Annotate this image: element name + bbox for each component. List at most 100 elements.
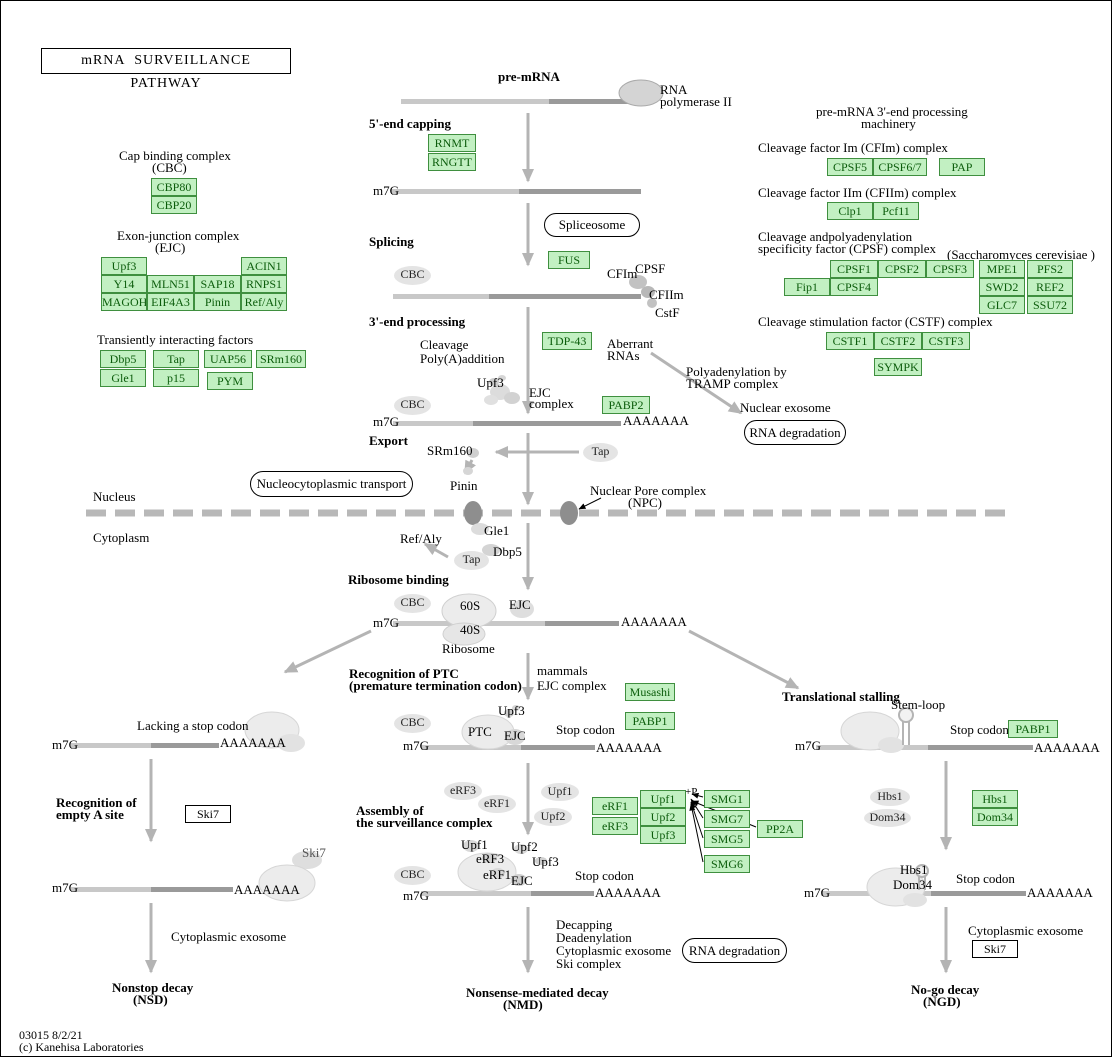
gene-box-hbs1[interactable]: Hbs1 <box>972 790 1018 808</box>
gene-box-pym[interactable]: PYM <box>207 372 253 390</box>
gene-box-pcf11[interactable]: Pcf11 <box>873 202 919 220</box>
text-label-aaaaaaa: AAAAAAA <box>1034 740 1100 755</box>
gene-box-upf3[interactable]: Upf3 <box>101 257 147 275</box>
pathway-link-rna-degradation[interactable]: RNA degradation <box>682 938 787 963</box>
gene-box-uap56[interactable]: UAP56 <box>204 350 252 368</box>
text-label-stop-codon: Stop codon <box>575 868 634 883</box>
gene-box-sympk[interactable]: SYMPK <box>874 358 922 376</box>
gene-box-upf2[interactable]: Upf2 <box>640 808 686 826</box>
gene-box-cpsf6-7[interactable]: CPSF6/7 <box>873 158 927 176</box>
gene-box-rngtt[interactable]: RNGTT <box>428 153 476 171</box>
text-label-rna: RNA <box>660 82 688 97</box>
gene-box-tdp-43[interactable]: TDP-43 <box>542 332 592 350</box>
gene-box-erf3[interactable]: eRF3 <box>592 817 638 835</box>
gene-box-srm160[interactable]: SRm160 <box>256 350 306 368</box>
text-label-ribosome-binding: Ribosome binding <box>348 572 449 587</box>
text-label-deadenylation: Deadenylation <box>556 930 632 945</box>
gene-box-upf1[interactable]: Upf1 <box>640 790 686 808</box>
text-label-erf1: eRF1 <box>483 867 512 882</box>
gene-box-pinin[interactable]: Pinin <box>194 293 241 311</box>
gene-box-cpsf5[interactable]: CPSF5 <box>827 158 873 176</box>
gene-box-pabp1[interactable]: PABP1 <box>625 712 675 730</box>
gene-box-fip1[interactable]: Fip1 <box>784 278 830 296</box>
text-label-cleavage: Cleavage <box>420 337 469 352</box>
gene-box-ref2[interactable]: REF2 <box>1027 278 1073 296</box>
text-label-m7g: m7G <box>373 615 399 630</box>
gene-box-sap18[interactable]: SAP18 <box>194 275 241 293</box>
gene-box-musashi[interactable]: Musashi <box>625 683 675 701</box>
text-label-m7g: m7G <box>52 880 78 895</box>
gene-box-ski7[interactable]: Ski7 <box>972 940 1018 958</box>
text-label-nuclear-exosome: Nuclear exosome <box>740 400 831 415</box>
text-label-ejc: EJC <box>509 597 531 612</box>
text-label-no-go-decay: No-go decay <box>911 982 980 997</box>
gene-box-pabp1[interactable]: PABP1 <box>1008 720 1058 738</box>
gene-box-rnmt[interactable]: RNMT <box>428 134 476 152</box>
text-label-polymerase-ii: polymerase II <box>660 94 732 109</box>
gene-box-cpsf2[interactable]: CPSF2 <box>878 260 926 278</box>
text-label-upf3: Upf3 <box>477 375 504 390</box>
text-label-cytoplasmic-exosome: Cytoplasmic exosome <box>968 923 1084 938</box>
gene-box-pp2a[interactable]: PP2A <box>757 820 803 838</box>
text-label-cytoplasmic-exosome: Cytoplasmic exosome <box>556 943 672 958</box>
gene-box-upf3[interactable]: Upf3 <box>640 826 686 844</box>
pathway-link-rna-degradation[interactable]: RNA degradation <box>744 420 846 445</box>
gene-box-pap[interactable]: PAP <box>939 158 985 176</box>
text-label-5-end-capping: 5'-end capping <box>369 116 451 131</box>
text-label-cleavage-factor-im-cfim-complex: Cleavage factor Im (CFIm) complex <box>758 140 948 155</box>
text-label-cpsf: CPSF <box>635 261 666 276</box>
gene-box-acin1[interactable]: ACIN1 <box>241 257 287 275</box>
gene-box-cpsf1[interactable]: CPSF1 <box>830 260 878 278</box>
gene-box-eif4a3[interactable]: EIF4A3 <box>147 293 194 311</box>
text-label-nmd: (NMD) <box>503 997 543 1012</box>
complex-pill-cbc: CBC <box>394 714 431 733</box>
gene-box-cbp20[interactable]: CBP20 <box>151 196 197 214</box>
gene-box-pfs2[interactable]: PFS2 <box>1027 260 1073 278</box>
gene-box-mln51[interactable]: MLN51 <box>147 275 194 293</box>
gene-box-cstf1[interactable]: CSTF1 <box>826 332 874 350</box>
gene-box-erf1[interactable]: eRF1 <box>592 797 638 815</box>
text-label-cleavage-stimulation-factor-cstf-complex: Cleavage stimulation factor (CSTF) compl… <box>758 314 993 329</box>
gene-box-y14[interactable]: Y14 <box>101 275 147 293</box>
text-label-rnas: RNAs <box>607 348 640 363</box>
pathway-link-nucleocytoplasmic-transport[interactable]: Nucleocytoplasmic transport <box>250 471 413 497</box>
gene-box-cstf2[interactable]: CSTF2 <box>874 332 922 350</box>
gene-box-p15[interactable]: p15 <box>153 369 199 387</box>
gene-box-fus[interactable]: FUS <box>548 251 590 269</box>
text-label-m7g: m7G <box>373 183 399 198</box>
gene-box-gle1[interactable]: Gle1 <box>100 369 146 387</box>
text-label-ejc-complex: EJC complex <box>537 678 607 693</box>
gene-box-cpsf4[interactable]: CPSF4 <box>830 278 878 296</box>
gene-box-smg6[interactable]: SMG6 <box>704 855 750 873</box>
text-label-ejc: (EJC) <box>155 240 186 255</box>
text-label-recognition-of: Recognition of <box>56 795 137 810</box>
gene-box-ssu72[interactable]: SSU72 <box>1027 296 1073 314</box>
gene-box-pabp2[interactable]: PABP2 <box>602 396 650 414</box>
gene-box-ski7[interactable]: Ski7 <box>185 805 231 823</box>
gene-box-smg5[interactable]: SMG5 <box>704 830 750 848</box>
gene-box-ref-aly[interactable]: Ref/Aly <box>241 293 287 311</box>
gene-box-dom34[interactable]: Dom34 <box>972 808 1018 826</box>
gene-box-clp1[interactable]: Clp1 <box>827 202 873 220</box>
gene-box-swd2[interactable]: SWD2 <box>979 278 1025 296</box>
gene-box-cstf3[interactable]: CSTF3 <box>922 332 970 350</box>
gene-box-glc7[interactable]: GLC7 <box>979 296 1025 314</box>
gene-box-cbp80[interactable]: CBP80 <box>151 178 197 196</box>
gene-box-magoh[interactable]: MAGOH <box>101 293 147 311</box>
text-label-nucleus: Nucleus <box>93 489 136 504</box>
gene-box-tap[interactable]: Tap <box>153 350 199 368</box>
gene-box-mpe1[interactable]: MPE1 <box>979 260 1025 278</box>
gene-box-dbp5[interactable]: Dbp5 <box>100 350 146 368</box>
text-label-ptc: PTC <box>468 724 492 739</box>
gene-box-smg7[interactable]: SMG7 <box>704 810 750 828</box>
complex-pill-cbc: CBC <box>394 396 431 415</box>
text-label-translational-stalling: Translational stalling <box>782 689 900 704</box>
gene-box-smg1[interactable]: SMG1 <box>704 790 750 808</box>
gene-box-rnps1[interactable]: RNPS1 <box>241 275 287 293</box>
gene-box-cpsf3[interactable]: CPSF3 <box>926 260 974 278</box>
text-label-the-surveillance-complex: the surveillance complex <box>356 815 493 830</box>
pathway-link-spliceosome[interactable]: Spliceosome <box>544 213 640 237</box>
text-label-ejc: EJC <box>511 873 533 888</box>
